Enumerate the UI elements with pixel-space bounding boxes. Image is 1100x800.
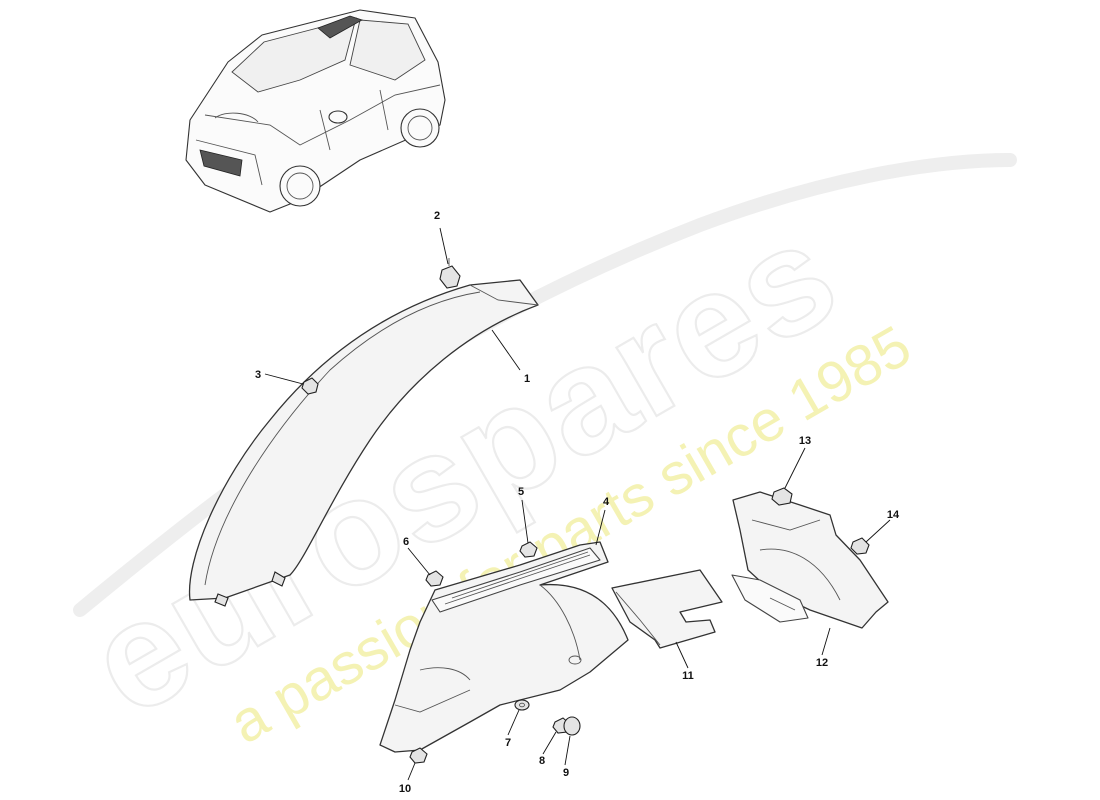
part-11-panel (611, 569, 723, 649)
callout-6: 6 (403, 536, 409, 548)
callout-5: 5 (518, 486, 524, 498)
vehicle-overview-illustration (185, 9, 446, 213)
part-4-quarter-trim (379, 541, 629, 753)
callout-9: 9 (563, 767, 569, 779)
part-13-clip (771, 487, 793, 506)
callout-11: 11 (682, 670, 694, 682)
part-12-rear-trim (731, 491, 889, 629)
part-5-screw (519, 541, 538, 558)
part-9-cap (563, 716, 581, 736)
callout-2: 2 (434, 210, 440, 222)
leader-lines (264, 227, 891, 781)
part-2-clip (439, 258, 461, 289)
part-3-screw (301, 377, 319, 395)
callout-1: 1 (524, 373, 530, 385)
part-10-screw (409, 747, 428, 764)
callout-8: 8 (539, 755, 545, 767)
callout-12: 12 (816, 657, 828, 669)
callout-4: 4 (603, 496, 610, 508)
part-1-pillar-trim (188, 279, 539, 607)
part-7-washer (514, 699, 530, 711)
callout-7: 7 (505, 737, 511, 749)
callout-13: 13 (799, 435, 811, 447)
callout-14: 14 (887, 509, 900, 521)
callout-3: 3 (255, 369, 261, 381)
callout-10: 10 (399, 783, 411, 795)
part-14-clip (850, 537, 870, 555)
callout-labels: 1 2 3 4 5 6 7 8 9 10 11 12 13 14 (255, 210, 900, 795)
